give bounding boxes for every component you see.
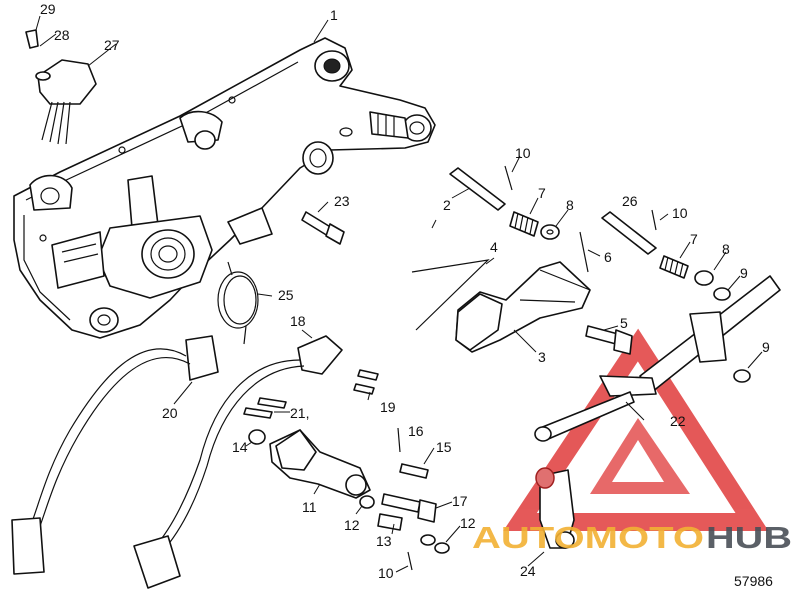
bolt-5: [585, 325, 633, 355]
label-29: 29: [40, 1, 56, 17]
label-10b: 10: [672, 205, 688, 221]
label-11: 11: [302, 499, 317, 515]
label-8a: 8: [566, 197, 574, 213]
label-13: 13: [376, 533, 392, 549]
label-12b: 12: [460, 515, 476, 531]
watermark-text: AUTOMOTO HUB: [472, 520, 792, 555]
watermark-brand-left: AUTOMOTO: [472, 520, 704, 555]
label-9b: 9: [762, 339, 770, 355]
torsion-spring: [217, 261, 259, 345]
sensor-lever-assembly: [243, 369, 450, 571]
label-15: 15: [436, 439, 452, 455]
linkage-bracket: [411, 259, 591, 353]
sensor-assembly: [25, 29, 97, 145]
label-28: 28: [54, 27, 70, 43]
watermark-logo: [503, 328, 769, 531]
label-22: 22: [670, 413, 686, 429]
label-8b: 8: [722, 241, 730, 257]
figure-number: 57986: [734, 573, 773, 589]
label-17: 17: [452, 493, 468, 509]
label-20: 20: [162, 405, 178, 421]
label-14: 14: [232, 439, 248, 455]
main-bracket-plate: [13, 37, 436, 339]
leader-lines: [35, 15, 763, 573]
label-2: 2: [443, 197, 451, 213]
label-5: 5: [620, 315, 628, 331]
label-12a: 12: [344, 517, 360, 533]
label-19: 19: [380, 399, 396, 415]
label-10a: 10: [515, 145, 531, 161]
bolt-23: [301, 211, 345, 245]
rod-assembly-lower: [579, 209, 751, 383]
label-4: 4: [490, 239, 498, 255]
label-24: 24: [520, 563, 536, 579]
label-26: 26: [622, 193, 638, 209]
label-23: 23: [334, 193, 350, 209]
watermark-brand-right: HUB: [706, 520, 792, 555]
label-18: 18: [290, 313, 306, 329]
shift-shaft: [534, 275, 781, 442]
wiring-harness: [11, 335, 343, 589]
label-16: 16: [408, 423, 424, 439]
rod-assembly-upper: [449, 165, 560, 240]
label-10c: 10: [378, 565, 394, 581]
label-7a: 7: [538, 185, 546, 201]
label-9a: 9: [740, 265, 748, 281]
label-7b: 7: [690, 231, 698, 247]
label-25: 25: [278, 287, 294, 303]
label-3: 3: [538, 349, 546, 365]
label-6: 6: [604, 249, 612, 265]
part-labels: 1 2 3 4 5 6 7 7 8 8 9 9 10 10 10 11 12 1…: [40, 1, 770, 581]
label-1: 1: [330, 7, 338, 23]
label-27: 27: [104, 37, 120, 53]
lever-24: [535, 467, 575, 549]
label-21: 21,: [290, 405, 309, 421]
